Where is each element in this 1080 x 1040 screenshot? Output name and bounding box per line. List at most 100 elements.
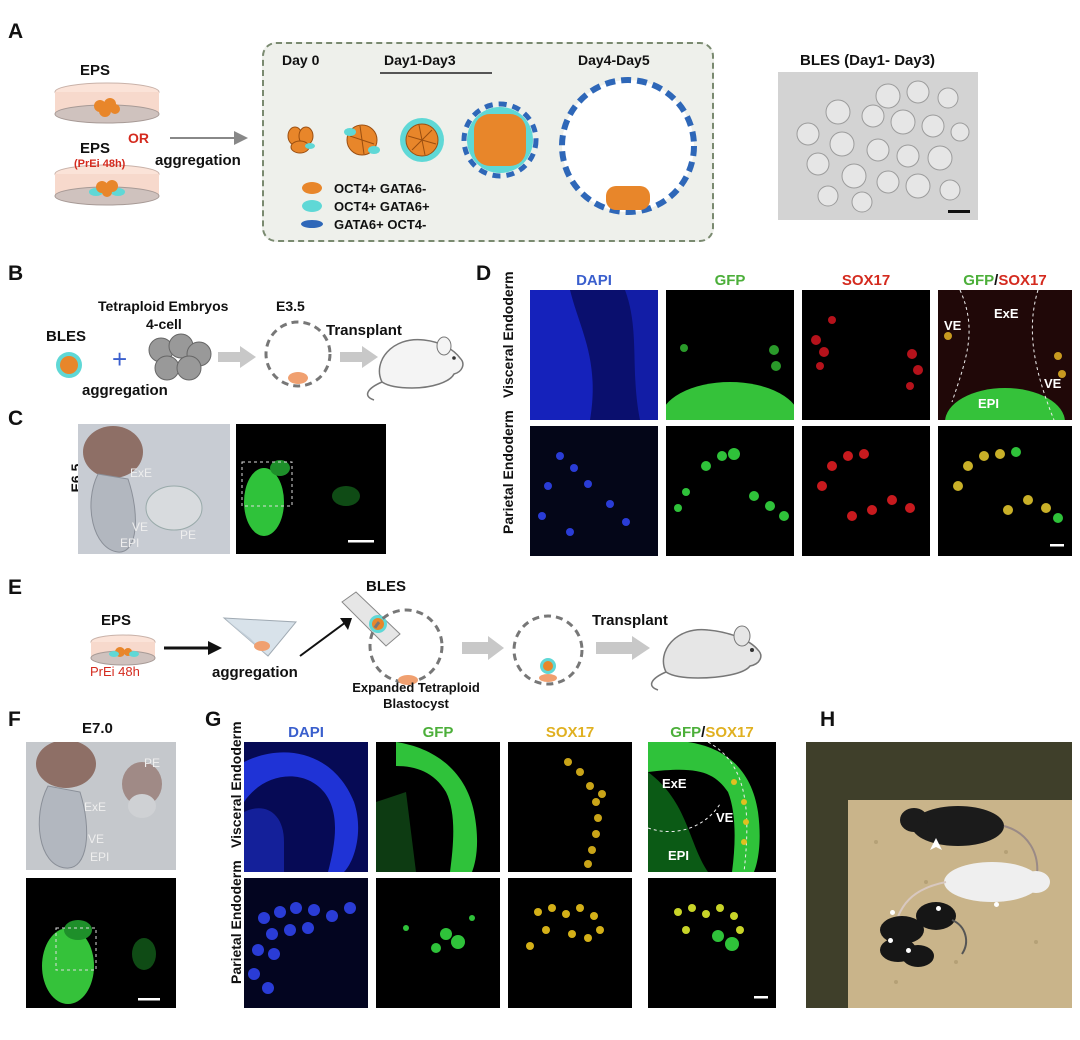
overlay-ve-right-d: VE bbox=[1044, 376, 1062, 391]
stage-e70: E7.0 bbox=[82, 720, 113, 737]
e70-gfp-image bbox=[26, 878, 176, 1008]
transplant-label-e: Transplant bbox=[592, 612, 668, 629]
channel-gfp-d: GFP bbox=[714, 272, 746, 289]
legend-label-3: GATA6+ OCT4- bbox=[334, 217, 427, 232]
bles-icon bbox=[56, 352, 82, 378]
row-visceral-d: Visceral Endoderm bbox=[500, 271, 516, 398]
panel-label-c: C bbox=[8, 407, 24, 430]
overlay-epi-d: EPI bbox=[978, 396, 999, 411]
embryo-subtitle: 4-cell bbox=[146, 316, 182, 332]
legend-label-2: OCT4+ GATA6+ bbox=[334, 199, 430, 214]
arrow-right-gray-icon bbox=[218, 346, 256, 368]
transplant-label-b: Transplant bbox=[326, 322, 402, 339]
label-pe-f: PE bbox=[144, 756, 161, 770]
d-parietal-merge bbox=[938, 426, 1072, 556]
merge-sox17-g: SOX17 bbox=[705, 724, 754, 741]
merge-sox17: SOX17 bbox=[998, 272, 1047, 289]
legend-oct4-gata6pos-icon bbox=[302, 200, 322, 212]
merge-gfp-g: GFP bbox=[670, 724, 702, 741]
scale-bar bbox=[948, 210, 970, 213]
label-ve-f: VE bbox=[88, 832, 105, 846]
overlay-exe-d: ExE bbox=[994, 306, 1019, 321]
mouse-icon bbox=[366, 336, 464, 401]
overlay-ve-g: VE bbox=[716, 810, 734, 825]
d-visceral-dapi bbox=[530, 290, 658, 420]
d-parietal-dapi bbox=[530, 426, 658, 556]
g-parietal-merge bbox=[648, 878, 776, 1008]
stage-day1-3: Day1-Day3 bbox=[384, 52, 456, 68]
panel-label-a: A bbox=[8, 20, 24, 43]
stage-day0: Day 0 bbox=[282, 52, 320, 68]
arrow-right-gray-icon-3 bbox=[462, 636, 504, 660]
label-epi-c: EPI bbox=[120, 536, 140, 550]
row-visceral-g: Visceral Endoderm bbox=[228, 721, 244, 848]
label-exe-c: ExE bbox=[130, 466, 153, 480]
label-ve-c: VE bbox=[132, 520, 149, 534]
star-marker-2 bbox=[936, 906, 941, 911]
arrow-right-icon bbox=[170, 131, 248, 145]
aggregation-label-a: aggregation bbox=[155, 152, 241, 169]
tetraploid-4cell-embryo-icon bbox=[148, 333, 212, 381]
overlay-ve-left-d: VE bbox=[944, 318, 962, 333]
aggregation-well-icon bbox=[222, 617, 298, 657]
row-visceral-d-text: Visceral Endoderm bbox=[500, 271, 516, 398]
legend-label-1: OCT4+ GATA6- bbox=[334, 181, 427, 196]
g-visceral-merge: ExE VE EPI bbox=[648, 742, 776, 872]
legend-gata6-oct4neg-icon bbox=[301, 220, 323, 228]
or-label: OR bbox=[128, 130, 149, 146]
arrowhead-icon bbox=[930, 838, 942, 850]
eps-prei-label-e: PrEi 48h bbox=[90, 664, 140, 679]
star-marker-3 bbox=[888, 938, 893, 943]
eps-label-e: EPS bbox=[101, 612, 132, 629]
channel-merge-g: GFP/SOX17 bbox=[648, 724, 776, 741]
petri-dish-eps-icon bbox=[54, 82, 160, 124]
e65-brightfield-image: ExE VE EPI PE bbox=[78, 424, 230, 554]
legend-oct4-gata6neg-icon bbox=[302, 182, 322, 194]
label-epi-f: EPI bbox=[90, 850, 110, 864]
embryo-stages-illustration bbox=[287, 77, 697, 215]
d-visceral-merge: VE ExE VE EPI bbox=[938, 290, 1072, 420]
bles-label-b: BLES bbox=[46, 328, 87, 345]
blastocyst-injected-icon bbox=[512, 614, 584, 686]
injection-pipette-blastocyst-icon bbox=[341, 591, 444, 685]
channel-gfp-g: GFP bbox=[422, 724, 454, 741]
arrow-diagonal-icon bbox=[299, 618, 352, 657]
arrow-right-gray-icon-2 bbox=[340, 346, 378, 368]
embryo-title: Tetraploid Embryos bbox=[98, 298, 229, 314]
merge-slash: / bbox=[994, 272, 999, 289]
label-pe-c: PE bbox=[180, 528, 197, 542]
row-parietal-g: Parietal Endoderm bbox=[228, 860, 244, 984]
channel-dapi-d: DAPI bbox=[576, 272, 612, 289]
arrow-right-black-icon bbox=[164, 641, 222, 655]
panel-label-b: B bbox=[8, 262, 24, 285]
channel-dapi-g: DAPI bbox=[288, 724, 324, 741]
petri-dish-eps-e-icon bbox=[90, 634, 156, 666]
star-marker-5 bbox=[994, 902, 999, 907]
panel-label-e: E bbox=[8, 576, 23, 599]
row-parietal-d: Parietal Endoderm bbox=[500, 410, 516, 534]
g-visceral-sox17 bbox=[508, 742, 632, 872]
blastocyst-label: Expanded Tetraploid Blastocyst bbox=[352, 680, 480, 711]
merge-slash-g: / bbox=[701, 724, 706, 741]
panel-label-d: D bbox=[476, 262, 492, 285]
g-visceral-gfp bbox=[376, 742, 500, 872]
g-visceral-dapi bbox=[244, 742, 368, 872]
stage-day1-3-bar bbox=[380, 72, 492, 74]
d-parietal-sox17 bbox=[802, 426, 930, 556]
merge-gfp: GFP bbox=[963, 272, 995, 289]
blastocyst-icon bbox=[264, 320, 332, 388]
overlay-exe-g: ExE bbox=[662, 776, 687, 791]
row-parietal-g-text: Parietal Endoderm bbox=[228, 860, 244, 984]
stage-e35: E3.5 bbox=[276, 298, 305, 314]
aggregation-label-b: aggregation bbox=[82, 382, 168, 399]
eps-bottom-label: EPS bbox=[80, 140, 111, 157]
eps-prei-label: (PrEi 48h) bbox=[74, 158, 126, 170]
star-marker-1 bbox=[890, 910, 895, 915]
row-parietal-d-text: Parietal Endoderm bbox=[500, 410, 516, 534]
plus-sign: + bbox=[112, 344, 128, 374]
d-parietal-gfp bbox=[666, 426, 794, 556]
panel-label-h: H bbox=[820, 708, 836, 731]
star-marker-4 bbox=[906, 948, 911, 953]
e70-brightfield-image: PE ExE VE EPI bbox=[26, 742, 176, 870]
g-parietal-gfp bbox=[376, 878, 500, 1008]
